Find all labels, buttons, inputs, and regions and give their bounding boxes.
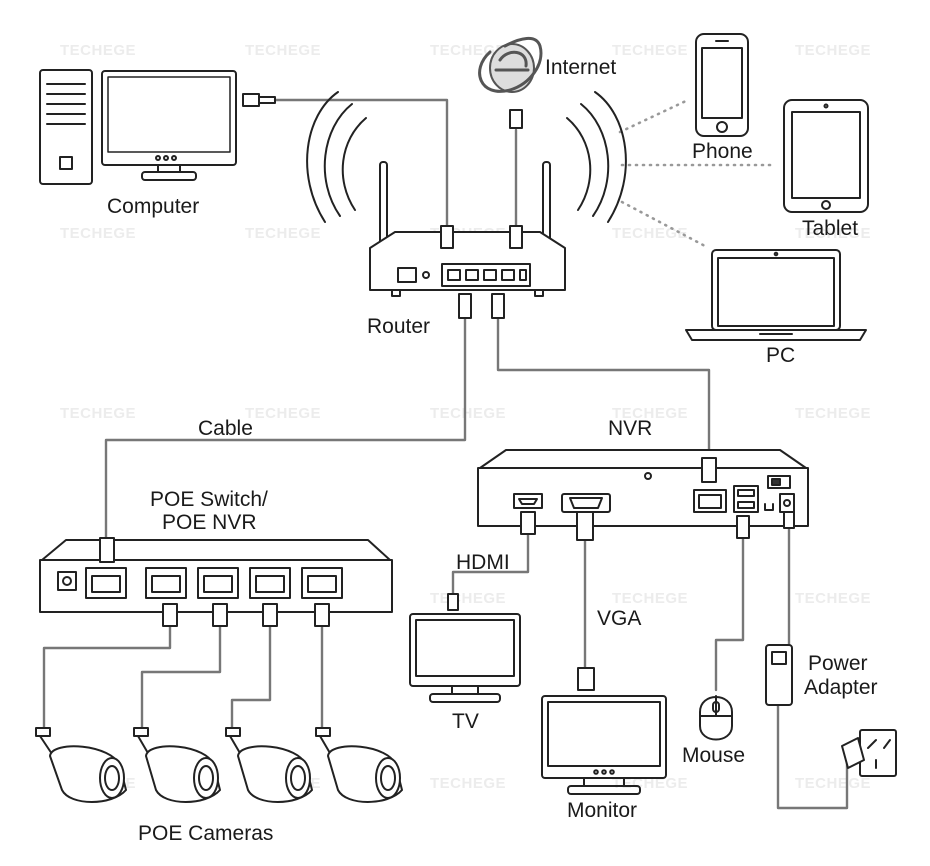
label-cable: Cable (198, 417, 253, 440)
tv-device (409, 593, 521, 703)
camera-3 (225, 727, 313, 803)
label-poe-switch-line1: POE Switch/ (150, 488, 268, 511)
router-device (306, 91, 627, 319)
label-pc: PC (766, 344, 796, 367)
tablet-device (783, 99, 869, 213)
phone-device (695, 33, 749, 137)
mouse-device (699, 695, 733, 741)
label-poe-switch-line2: POE NVR (162, 511, 257, 534)
cable-router-poe (104, 316, 467, 542)
cables (42, 98, 849, 810)
label-power-adapter-line2: Adapter (804, 676, 878, 699)
cable-hdmi (451, 528, 530, 600)
watermark-text: TECHEGE (612, 42, 689, 59)
cable-camera-3 (230, 620, 272, 737)
watermark-text: TECHEGE (795, 405, 872, 422)
label-phone: Phone (692, 140, 753, 163)
watermark-text: TECHEGE (60, 405, 137, 422)
watermark-text: TECHEGE (430, 405, 507, 422)
wireless-dotted-lines (618, 98, 774, 248)
cable-mouse (714, 528, 745, 692)
watermark-text: TECHEGE (612, 405, 689, 422)
label-poe-cameras: POE Cameras (138, 822, 274, 845)
watermark-text: TECHEGE (430, 775, 507, 792)
monitor-device (541, 667, 667, 795)
watermark-text: TECHEGE (612, 775, 689, 792)
label-internet: Internet (545, 56, 617, 79)
dotted-to-pc (620, 200, 707, 248)
camera-1 (35, 727, 127, 803)
camera-4 (315, 727, 403, 803)
computer-device (39, 69, 276, 185)
label-computer: Computer (107, 195, 200, 218)
label-hdmi: HDMI (456, 551, 510, 574)
watermark-text: TECHEGE (612, 225, 689, 242)
poe-switch-device (39, 537, 393, 627)
cable-router-nvr (496, 316, 711, 464)
label-mouse: Mouse (682, 744, 746, 767)
camera-2 (133, 727, 221, 803)
nvr-device (477, 449, 809, 541)
watermark-text: TECHEGE (795, 225, 872, 242)
watermark-text: TECHEGE (60, 42, 137, 59)
label-vga: VGA (597, 607, 642, 630)
label-router: Router (367, 315, 431, 338)
label-power-adapter-line1: Power (808, 652, 868, 675)
cable-camera-1 (42, 620, 172, 737)
label-monitor: Monitor (567, 799, 638, 822)
watermark-text: TECHEGE (245, 225, 322, 242)
cable-power-plug (776, 703, 849, 810)
label-tv: TV (452, 710, 479, 733)
watermark-text: TECHEGE (795, 42, 872, 59)
label-tablet: Tablet (802, 217, 859, 240)
cable-computer-router (273, 98, 449, 230)
watermark-text: TECHEGE (795, 775, 872, 792)
internet-icon (478, 37, 543, 129)
watermark-text: TECHEGE (612, 590, 689, 607)
watermark-text: TECHEGE (245, 405, 322, 422)
power-adapter-device (765, 644, 897, 777)
watermark-text: TECHEGE (795, 590, 872, 607)
pc-device (685, 249, 867, 341)
watermark-text: TECHEGE (245, 42, 322, 59)
poe-ports (85, 567, 343, 599)
label-nvr: NVR (608, 417, 653, 440)
watermark-text: TECHEGE (60, 225, 137, 242)
cable-camera-2 (140, 620, 222, 737)
